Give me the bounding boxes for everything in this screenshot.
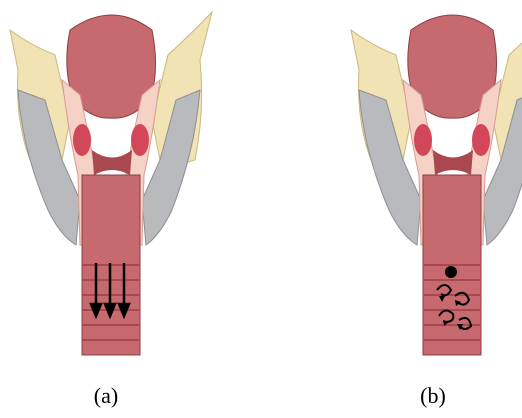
gland-right xyxy=(472,124,490,156)
laminar-flow-arrows xyxy=(91,263,129,316)
vocal-folds xyxy=(433,150,473,175)
larynx-illustration-a xyxy=(0,0,261,418)
gland-left xyxy=(414,124,432,156)
larynx-illustration-b xyxy=(261,0,522,418)
gland-left xyxy=(73,124,91,156)
panel-label-b: (b) xyxy=(403,383,463,409)
larynx-panel-a: (a) xyxy=(0,0,261,418)
gland-right xyxy=(131,124,149,156)
vocal-folds xyxy=(92,150,132,175)
particle-dot xyxy=(445,266,457,278)
larynx-anatomy xyxy=(351,12,522,355)
panel-label-a: (a) xyxy=(76,383,136,409)
larynx-panel-b: (b) xyxy=(261,0,522,418)
